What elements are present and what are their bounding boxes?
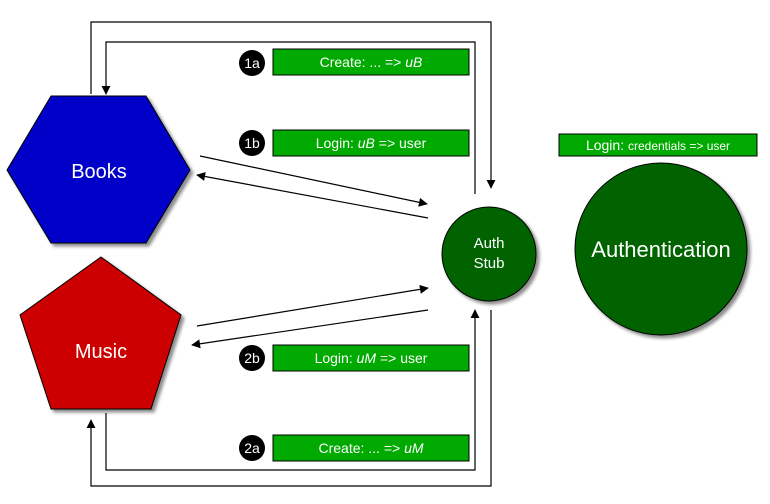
step-badge-2a (239, 435, 265, 461)
step-label-2a-box (272, 434, 470, 462)
step-label-2b: Login: uM => user (315, 350, 428, 366)
step-label-2b-prefix: Login: (315, 350, 357, 366)
step-label-2a-var: uM (404, 440, 424, 456)
step-label-2b-var: uM (357, 350, 377, 366)
books-label: Books (71, 161, 127, 183)
step-badge-2b (239, 345, 265, 371)
connector-books-to-stub-top (90, 21, 496, 189)
auth-stub-circle (441, 206, 537, 302)
step-1b: 1b Login: uB => user (239, 129, 470, 157)
auth-stub-node: Auth Stub (441, 206, 537, 302)
authentication-login-label-box (558, 133, 758, 157)
step-label-1a: Create: ... => uB (320, 54, 423, 70)
step-label-1a-var: uB (405, 54, 422, 70)
authentication-login-label-text: Login: credentials => user (586, 137, 730, 153)
music-pentagon (19, 256, 182, 410)
step-badge-1a (239, 50, 265, 76)
authentication-circle (574, 162, 748, 336)
step-badge-2b-text: 2b (244, 350, 260, 366)
step-label-1a-prefix: Create: ... => (320, 54, 406, 70)
authentication-node: Authentication (574, 162, 748, 336)
authentication-login-label: Login: credentials => user (558, 133, 758, 157)
connector-music-to-stub-bottom (105, 309, 480, 471)
auth-stub-label-line1: Auth (474, 235, 505, 252)
step-2b: 2b Login: uM => user (239, 344, 470, 372)
auth-stub-label-line2: Stub (474, 255, 505, 272)
step-label-2a-prefix: Create: ... => (318, 440, 404, 456)
step-label-2b-box (272, 344, 470, 372)
authentication-login-rest: credentials => user (628, 139, 730, 153)
authentication-label: Authentication (591, 237, 730, 262)
step-1a: 1a Create: ... => uB (239, 48, 470, 76)
books-node: Books (6, 95, 191, 244)
connector-stub-to-books (196, 172, 429, 219)
music-label: Music (75, 341, 127, 363)
step-label-1a-box (272, 48, 470, 76)
step-badge-1b (239, 130, 265, 156)
step-badge-1b-text: 1b (244, 135, 260, 151)
connector-stub-to-books-top (101, 41, 476, 194)
connector-stub-to-music (191, 309, 429, 349)
connector-stub-to-music-bottom (86, 310, 492, 487)
authentication-login-prefix: Login: (586, 137, 628, 153)
step-label-1b-suffix: => user (375, 135, 427, 151)
step-2a: 2a Create: ... => uM (239, 434, 470, 462)
step-badge-1a-text: 1a (244, 55, 260, 71)
music-node: Music (19, 256, 182, 410)
step-label-1b-var: uB (358, 135, 375, 151)
step-label-1b-prefix: Login: (316, 135, 358, 151)
connector-books-to-stub (199, 155, 428, 207)
step-label-2b-suffix: => user (376, 350, 428, 366)
step-label-1b-box (272, 129, 470, 157)
step-label-2a: Create: ... => uM (318, 440, 423, 456)
step-label-1b: Login: uB => user (316, 135, 427, 151)
connector-music-to-stub (196, 284, 429, 327)
step-badge-2a-text: 2a (244, 440, 260, 456)
books-hexagon (6, 95, 191, 244)
